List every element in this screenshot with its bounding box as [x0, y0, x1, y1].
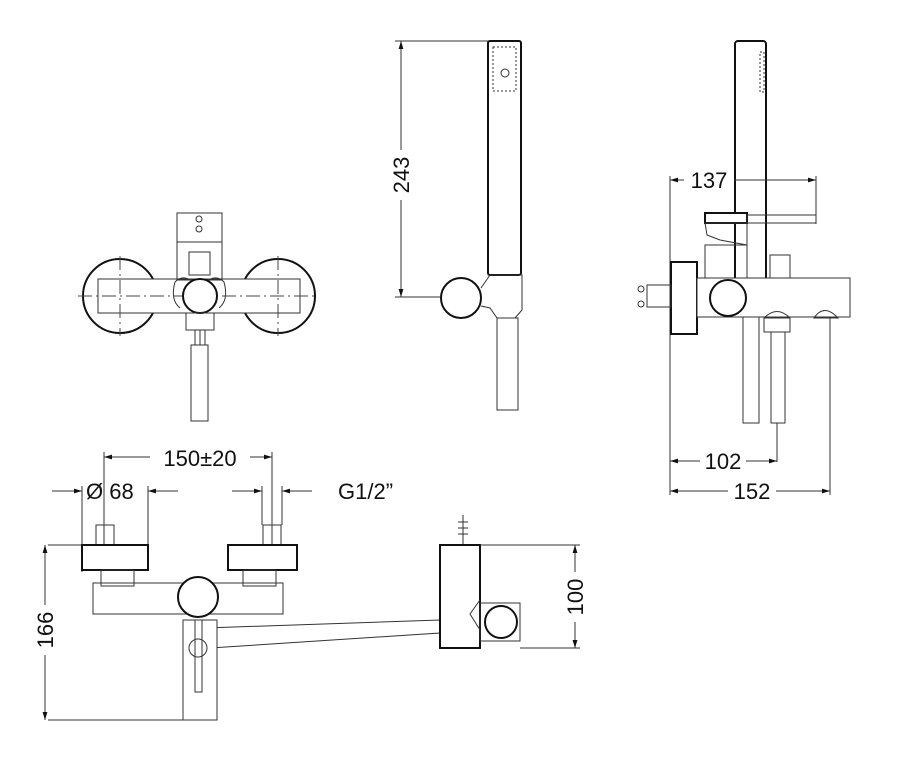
left-escutcheon: [81, 544, 149, 571]
front-view-bottom: 150±20 Ø 68 G1/2” 166: [32, 444, 588, 721]
dim-inlet-thread: G1/2”: [338, 479, 393, 504]
side-view: 137 102 152: [637, 40, 851, 504]
hose-outlet: [190, 344, 209, 422]
handshower-holder: [439, 544, 481, 649]
dim-handshower-height: 243: [389, 157, 414, 194]
dim-overall-height: 166: [33, 612, 58, 649]
mixer-knob: [177, 576, 219, 618]
front-view-top: [78, 212, 318, 422]
wall-flange: [670, 261, 698, 335]
dim-escutcheon-diameter: Ø 68: [86, 479, 134, 504]
mixer-knob: [709, 279, 747, 317]
dim-lever-projection: 137: [691, 168, 728, 193]
dim-holder-height: 100: [563, 579, 588, 616]
dim-hose-outlet-depth: 102: [705, 449, 742, 474]
holder-ring: [484, 605, 518, 639]
dim-inlet-spacing: 150±20: [163, 446, 236, 471]
dim-spout-depth: 152: [734, 479, 771, 504]
hose: [496, 317, 519, 411]
right-escutcheon: [227, 544, 298, 571]
mixer-knob: [182, 278, 218, 314]
wall-holder: [440, 277, 482, 319]
handshower-side-view: 243: [388, 40, 523, 411]
handshower: [734, 40, 767, 302]
